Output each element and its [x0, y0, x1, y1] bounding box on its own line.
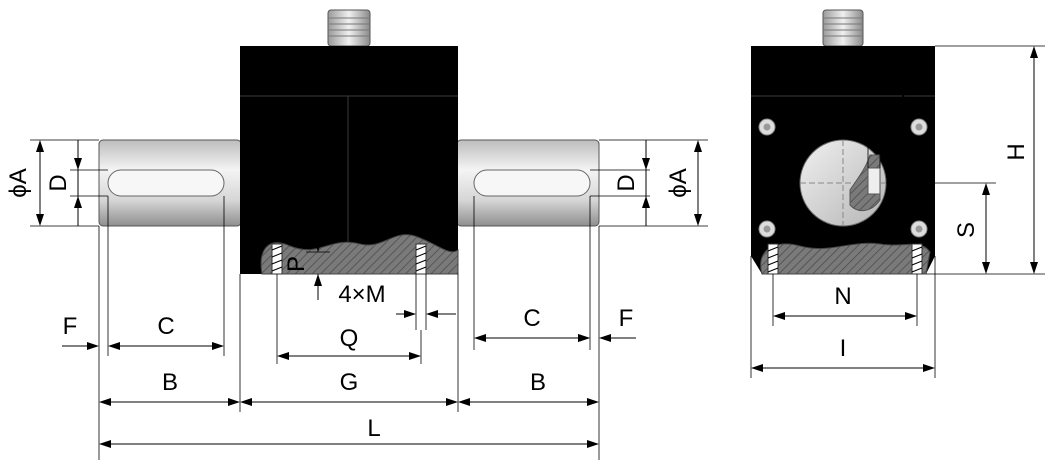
- label-s: S: [953, 222, 980, 238]
- dimension-c-left: C: [110, 196, 225, 356]
- label-m: 4×M: [338, 281, 385, 308]
- label-e: E: [900, 89, 916, 116]
- label-i: I: [840, 335, 847, 362]
- side-view: E H S N: [750, 9, 1045, 378]
- dimension-e: E: [840, 89, 916, 168]
- label-c-right: C: [523, 305, 540, 332]
- dimension-p: P: [283, 222, 330, 300]
- label-b-right: B: [530, 369, 546, 396]
- sensor-body: [240, 46, 459, 275]
- label-l: L: [367, 415, 380, 442]
- dimension-b-right: B: [458, 369, 599, 406]
- label-d-left: D: [45, 174, 72, 191]
- threaded-hole-left: [271, 243, 283, 275]
- dimension-q: Q: [276, 274, 422, 364]
- label-q: Q: [340, 325, 359, 352]
- side-threaded-hole-right: [911, 243, 923, 275]
- label-f-right: F: [619, 305, 634, 332]
- dimension-f-right: F: [578, 226, 636, 460]
- label-n: N: [834, 283, 851, 310]
- label-a-left: ϕA: [5, 168, 32, 197]
- screw-heads: [758, 118, 928, 238]
- side-threaded-hole-left: [767, 243, 779, 275]
- front-view: ϕA D D ϕA: [5, 9, 708, 460]
- label-p: P: [283, 256, 310, 272]
- threaded-hole-right: [415, 243, 427, 275]
- side-body: [751, 46, 935, 275]
- dimension-g: G: [240, 274, 459, 412]
- shaft-cross-section: [799, 139, 887, 227]
- dimension-f-left: F: [62, 196, 120, 460]
- dimension-n: N: [772, 274, 918, 326]
- label-f-left: F: [63, 313, 78, 340]
- label-d-right: D: [613, 174, 640, 191]
- front-connector: [327, 9, 371, 47]
- dimension-l: L: [99, 415, 599, 448]
- dimension-c-right: C: [473, 196, 591, 350]
- label-c-left: C: [157, 313, 174, 340]
- left-shaft: [98, 139, 242, 227]
- label-g: G: [340, 369, 359, 396]
- dimension-s: S: [886, 182, 996, 274]
- label-a-right: ϕA: [665, 168, 692, 197]
- dimension-h: H: [926, 45, 1045, 275]
- dimension-m: 4×M: [338, 274, 456, 330]
- side-connector: [822, 9, 864, 47]
- dimension-b-left: B: [99, 274, 241, 412]
- dimension-a-right: ϕA: [599, 139, 708, 227]
- label-h: H: [1003, 143, 1030, 160]
- dimension-d-left: D: [45, 140, 108, 226]
- label-b-left: B: [162, 369, 178, 396]
- right-shaft: [456, 139, 600, 227]
- dimension-d-right: D: [590, 140, 650, 226]
- dimension-a-left: ϕA: [5, 139, 99, 227]
- dimension-i: I: [750, 256, 936, 378]
